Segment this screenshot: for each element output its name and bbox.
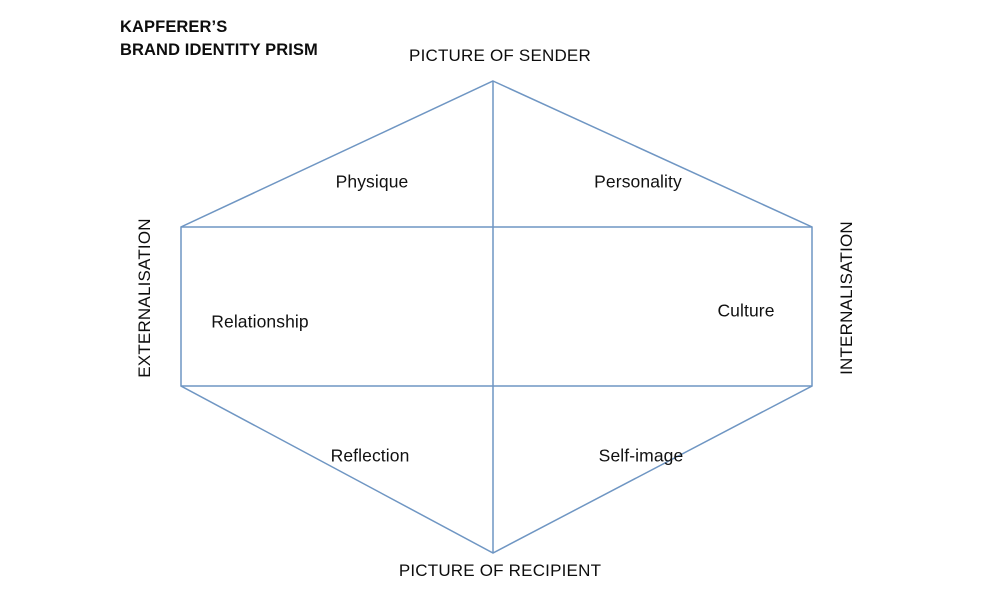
axis-label-picture-of-recipient: PICTURE OF RECIPIENT xyxy=(398,561,602,580)
facet-label-personality: Personality xyxy=(594,171,682,192)
diagram-title: KAPFERER’S BRAND IDENTITY PRISM xyxy=(120,16,318,62)
facet-label-relationship: Relationship xyxy=(211,311,309,332)
axis-label-internalisation: INTERNALISATION xyxy=(837,221,856,375)
diagram-title-line-2: BRAND IDENTITY PRISM xyxy=(120,40,318,59)
axis-label-picture-of-sender: PICTURE OF SENDER xyxy=(409,46,591,65)
facet-label-physique: Physique xyxy=(335,171,409,192)
facet-label-culture: Culture xyxy=(717,300,775,321)
diagram-title-line-1: KAPFERER’S xyxy=(120,18,228,36)
axis-label-externalisation: EXTERNALISATION xyxy=(135,218,154,378)
facet-label-self-image: Self-image xyxy=(598,445,684,466)
facet-label-reflection: Reflection xyxy=(330,445,410,466)
